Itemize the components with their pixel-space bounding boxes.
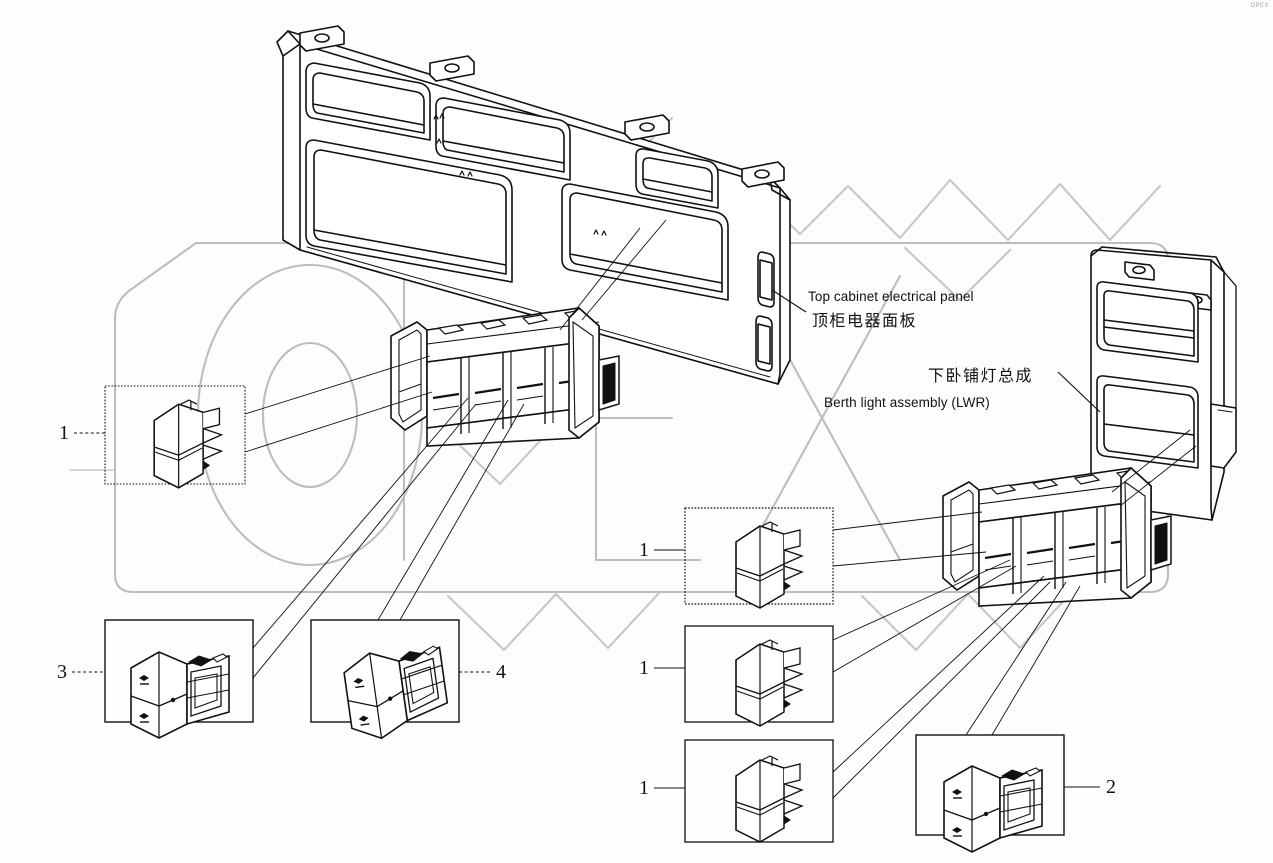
watermark-zig-mid [903,246,1012,302]
watermark-zig-lower [446,590,662,652]
callout-number-1-right-lower: 1 [639,777,649,799]
callout-box-4 [310,619,492,743]
callout-box-1-right-lower [654,739,834,843]
right-switch-carrier-drawing [941,466,1173,608]
callout-number-3: 3 [57,661,67,683]
callout-box-1-right-upper [654,507,834,609]
callout-number-1-right-upper: 1 [639,539,649,561]
watermark-letter-o-inner [261,341,359,489]
watermark-frame [113,241,1170,594]
callout-number-4: 4 [496,661,506,683]
callout-number-1-right-middle: 1 [639,657,649,679]
label-berth-light-assembly-en: Berth light assembly (LWR) [824,395,990,410]
callout-number-2: 2 [1106,776,1116,798]
label-berth-light-assembly-cn: 下卧铺灯总成 [928,366,1034,385]
callout-box-1-left [74,385,246,489]
top-cabinet-electrical-panel-drawing [276,25,791,385]
watermark-zig-top [750,178,1162,242]
berth-light-panel-drawing [1090,246,1237,521]
callout-box-3 [72,619,254,739]
watermark-zig-left [442,426,554,486]
assembly-leader-lines [244,219,1197,799]
label-top-cabinet-electrical-panel-en: Top cabinet electrical panel [808,289,974,304]
callout-box-1-right-middle [654,625,834,727]
left-switch-carrier-drawing [389,306,621,448]
corner-watermark-mark: OPEX [1250,3,1269,9]
label-top-cabinet-electrical-panel-cn: 顶柜电器面板 [812,311,918,330]
callout-number-1-left: 1 [59,422,69,444]
callout-box-2 [915,734,1100,853]
